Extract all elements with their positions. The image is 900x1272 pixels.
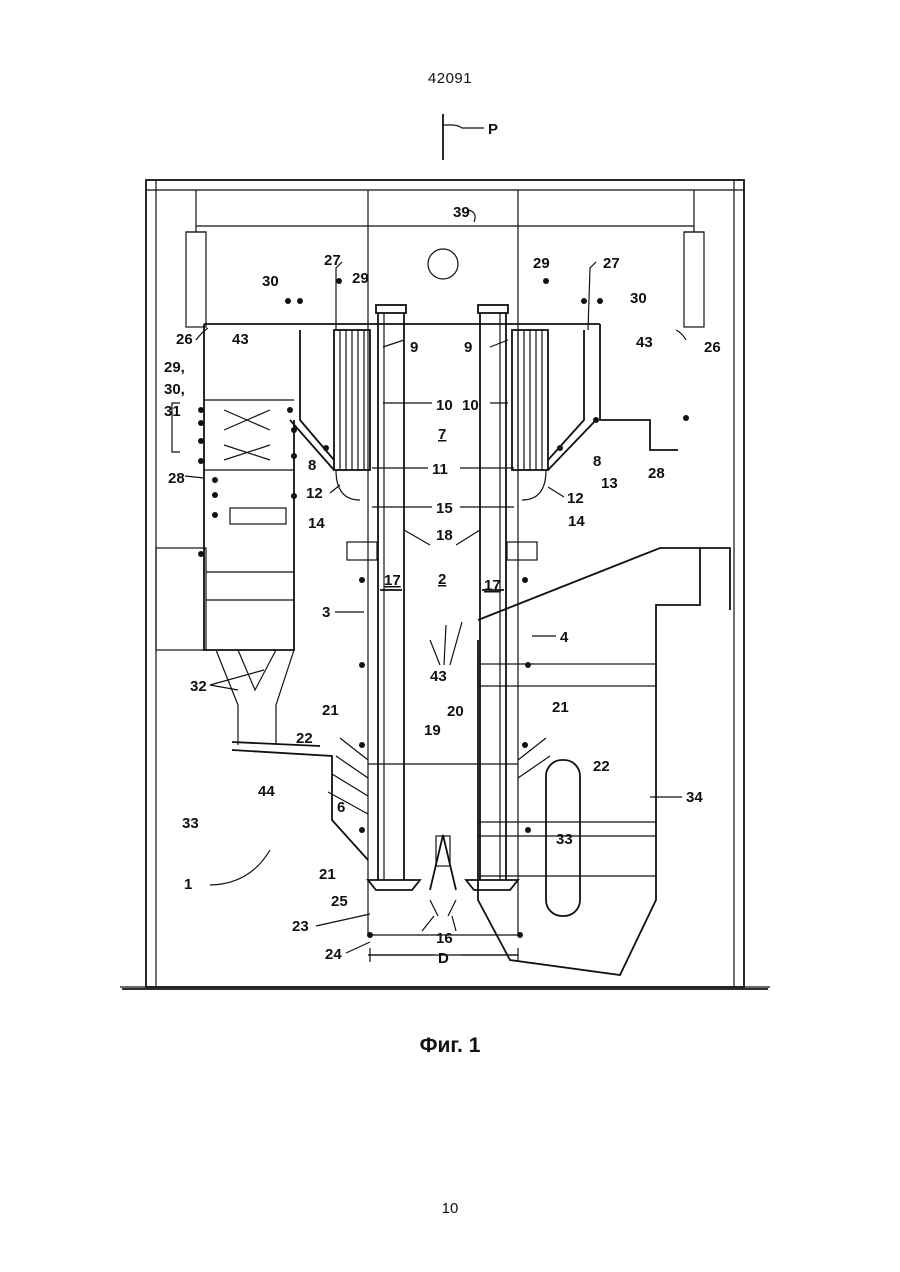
label: 27 [603,255,620,272]
label: 25 [331,893,348,910]
label: 3 [322,604,330,621]
label: 14 [308,515,325,532]
label: 33 [182,815,199,832]
label: 12 [567,490,584,507]
label: 6 [337,799,345,816]
label: 16 [436,930,453,947]
left-convective-pass [156,324,368,860]
label: D [438,950,449,967]
label: 12 [306,485,323,502]
label: 15 [436,500,453,517]
right-heat-exchanger [512,330,596,500]
label: 28 [168,470,185,487]
label: 21 [319,866,336,883]
label: 4 [560,629,569,646]
label: 10 [462,397,479,414]
right-separator [478,324,730,975]
label: 20 [447,703,464,720]
left-heat-exchanger [290,330,370,500]
label: 30 [262,273,279,290]
label: 24 [325,946,342,963]
label: 9 [410,339,418,356]
label: 29, [164,359,185,376]
label: 13 [601,475,618,492]
label: 26 [704,339,721,356]
label: 30, [164,381,185,398]
label: 34 [686,789,703,806]
label: 8 [593,453,601,470]
section-line-marker: P [443,114,498,160]
label: 32 [190,678,207,695]
drum-39 [428,249,458,279]
page-number: 10 [0,1200,900,1217]
label: 29 [533,255,550,272]
label: 39 [453,204,470,221]
label: 18 [436,527,453,544]
label: 21 [322,702,339,719]
label: 17 [484,577,501,594]
leader-lines [172,210,686,962]
label: 22 [296,730,313,747]
label: 29 [352,270,369,287]
label: 33 [556,831,573,848]
label: 17 [384,572,401,589]
label: 44 [258,783,275,800]
label: 1 [184,876,192,893]
label: 9 [464,339,472,356]
label: 2 [438,571,446,588]
label: 14 [568,513,585,530]
air-nozzles [328,738,550,814]
label: 19 [424,722,441,739]
label: 43 [232,331,249,348]
figure-caption: Фиг. 1 [0,1034,900,1058]
label: 10 [436,397,453,414]
label: 11 [432,461,448,478]
label: 30 [630,290,647,307]
label: 21 [552,699,569,716]
label: 43 [636,334,653,351]
label: 8 [308,457,316,474]
label: 22 [593,758,610,775]
label: 28 [648,465,665,482]
label: 43 [430,668,447,685]
label: 26 [176,331,193,348]
section-marker-label: P [488,121,498,138]
label: 7 [438,426,446,443]
label: 23 [292,918,309,935]
reference-labels: 39 27 29 30 29 27 30 26 43 9 9 43 26 29,… [164,204,721,967]
